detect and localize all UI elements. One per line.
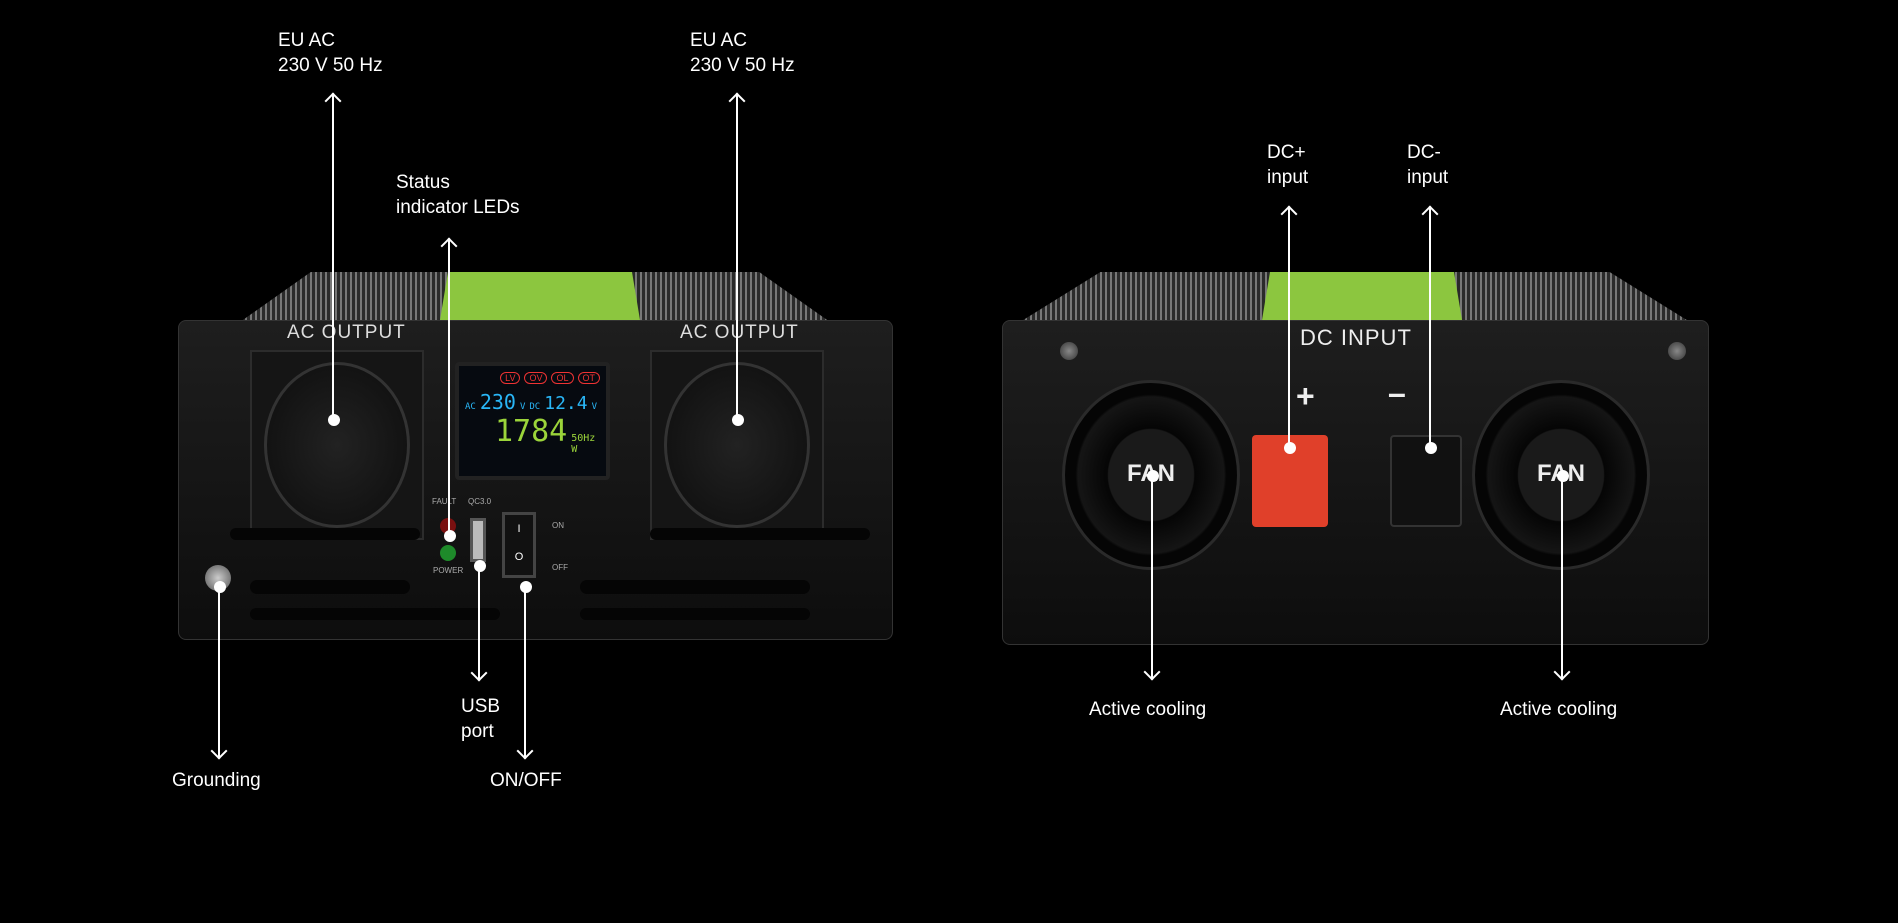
arrow-up-icon — [1288, 208, 1290, 448]
lcd-dc-label: DC — [529, 402, 541, 412]
lcd-ac-unit: V — [519, 402, 526, 412]
callout-usb: USB port — [461, 694, 500, 744]
callout-status-leds: Status indicator LEDs — [396, 170, 520, 220]
vent — [250, 580, 410, 594]
screw-icon — [1060, 342, 1078, 360]
callout-line: input — [1267, 167, 1309, 188]
top-label — [440, 272, 640, 320]
callout-line: indicator LEDs — [396, 197, 520, 218]
vent — [230, 528, 420, 540]
lcd-power-value: 1784 — [495, 414, 568, 449]
callout-line: EU AC — [690, 30, 748, 51]
pointer-dot — [1557, 470, 1569, 482]
vent — [580, 580, 810, 594]
top-label — [1262, 272, 1462, 320]
lcd-tag: LV — [500, 372, 521, 384]
lcd-dc-value: 12.4 — [544, 393, 588, 414]
pointer-dot — [1147, 470, 1159, 482]
ac-socket-right[interactable] — [650, 350, 824, 540]
pointer-dot — [444, 530, 456, 542]
switch-off-label: OFF — [552, 563, 568, 572]
vent — [250, 608, 500, 620]
callout-line: port — [461, 721, 494, 742]
callout-line: USB — [461, 696, 501, 717]
arrow-down-icon — [1151, 476, 1153, 678]
ac-socket-left[interactable] — [250, 350, 424, 540]
lcd-tag: OV — [524, 372, 548, 384]
lcd-dc-unit: V — [591, 402, 598, 412]
lcd-frequency: 50Hz — [571, 433, 596, 444]
arrow-down-icon — [524, 587, 526, 757]
lcd-ac-value: 230 — [479, 390, 516, 414]
power-led — [440, 545, 456, 561]
callout-grounding: Grounding — [172, 770, 261, 791]
arrow-down-icon — [1561, 476, 1563, 678]
fault-label: FAULT — [432, 497, 457, 506]
callout-eu-ac-right: EU AC 230 V 50 Hz — [690, 28, 795, 78]
arrow-down-icon — [478, 566, 480, 679]
arrow-up-icon — [448, 240, 450, 536]
dc-input-title: DC INPUT — [1300, 325, 1412, 350]
minus-sign: – — [1388, 375, 1406, 411]
switch-i: I — [517, 523, 521, 535]
callout-line: 230 V 50 Hz — [690, 55, 795, 76]
pointer-dot — [328, 414, 340, 426]
callout-on-off: ON/OFF — [490, 770, 562, 791]
ac-output-label: AC OUTPUT — [680, 322, 799, 343]
pointer-dot — [1284, 442, 1296, 454]
callout-line: DC- — [1407, 142, 1441, 163]
usb-port[interactable] — [470, 518, 486, 562]
callout-line: 230 V 50 Hz — [278, 55, 383, 76]
pointer-dot — [214, 581, 226, 593]
pointer-dot — [1425, 442, 1437, 454]
lcd-display: LV OV OL OT AC 230 V DC 12.4 V 1784 50Hz… — [455, 362, 610, 480]
screw-icon — [1668, 342, 1686, 360]
pointer-dot — [520, 581, 532, 593]
pointer-dot — [474, 560, 486, 572]
plus-sign: + — [1296, 378, 1315, 414]
callout-cooling-right: Active cooling — [1500, 699, 1618, 720]
arrow-up-icon — [1429, 208, 1431, 448]
vent — [580, 608, 810, 620]
callout-line: DC+ — [1267, 142, 1306, 163]
callout-cooling-left: Active cooling — [1089, 699, 1207, 720]
lcd-ac-label: AC — [465, 402, 476, 412]
callout-eu-ac-left: EU AC 230 V 50 Hz — [278, 28, 383, 78]
switch-o: O — [514, 551, 524, 563]
pointer-dot — [732, 414, 744, 426]
callout-line: input — [1407, 167, 1449, 188]
callout-dc-minus: DC-input — [1407, 140, 1448, 190]
arrow-up-icon — [332, 95, 334, 420]
arrow-up-icon — [736, 95, 738, 420]
lcd-tag: OT — [577, 372, 600, 384]
lcd-tag: OL — [551, 372, 574, 384]
usb-type-label: QC3.0 — [468, 497, 492, 506]
callout-line: EU AC — [278, 30, 336, 51]
vent — [650, 528, 870, 540]
arrow-down-icon — [218, 587, 220, 757]
callout-dc-plus: DC+ input — [1267, 140, 1308, 190]
callout-line: Status — [396, 172, 450, 193]
power-label: POWER — [433, 566, 464, 575]
lcd-power-unit: W — [571, 444, 578, 455]
ac-output-label: AC OUTPUT — [287, 322, 406, 343]
switch-on-label: ON — [552, 521, 564, 530]
